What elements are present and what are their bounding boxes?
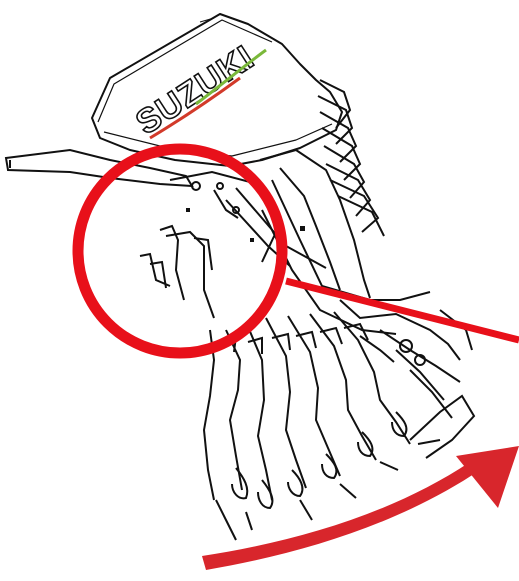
rotation-arrow [202, 446, 519, 570]
decal-red-stripe [149, 76, 241, 140]
pointer-line-arrow [285, 277, 519, 344]
highlight-circle [72, 143, 288, 359]
tilt-positions-upper [259, 79, 385, 299]
engine-cowling [91, 13, 343, 167]
mount-bracket [139, 170, 327, 319]
lower-unit-fan [202, 311, 476, 541]
decal-green-stripe [195, 48, 267, 106]
